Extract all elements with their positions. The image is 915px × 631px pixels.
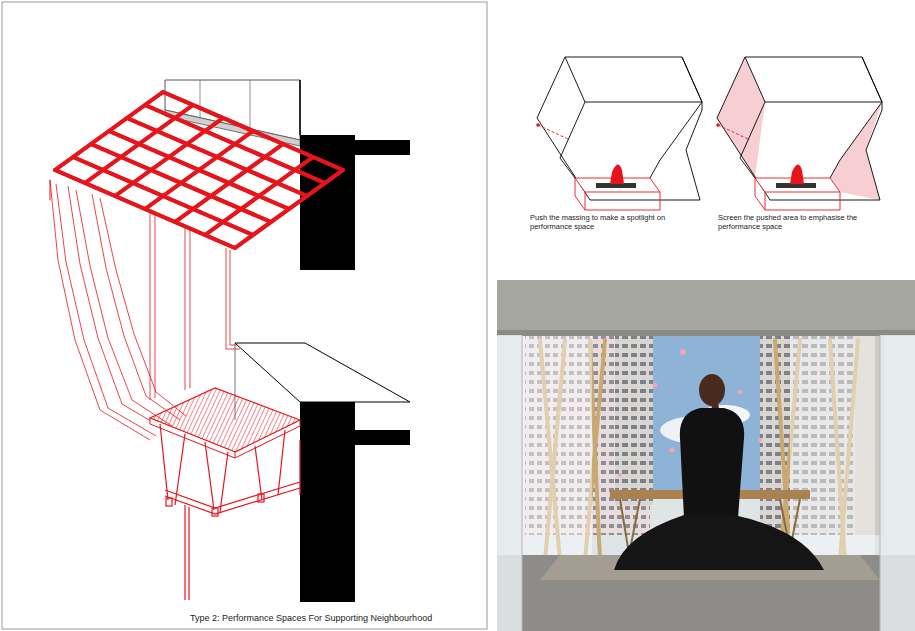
panel-frame <box>2 2 487 629</box>
massing-diagram <box>536 57 702 210</box>
diagram-note: Push the massing to make a spotlight on … <box>530 213 702 232</box>
diagram-note: Screen the pushed area to emphasise the … <box>718 213 890 232</box>
render-image <box>497 280 915 631</box>
scaffold-grid <box>50 92 343 248</box>
screen-diagram <box>716 57 882 210</box>
lower-slab <box>235 343 410 602</box>
panel-caption: Type 2: Performance Spaces For Supportin… <box>190 613 432 624</box>
performance-platform <box>150 388 300 600</box>
